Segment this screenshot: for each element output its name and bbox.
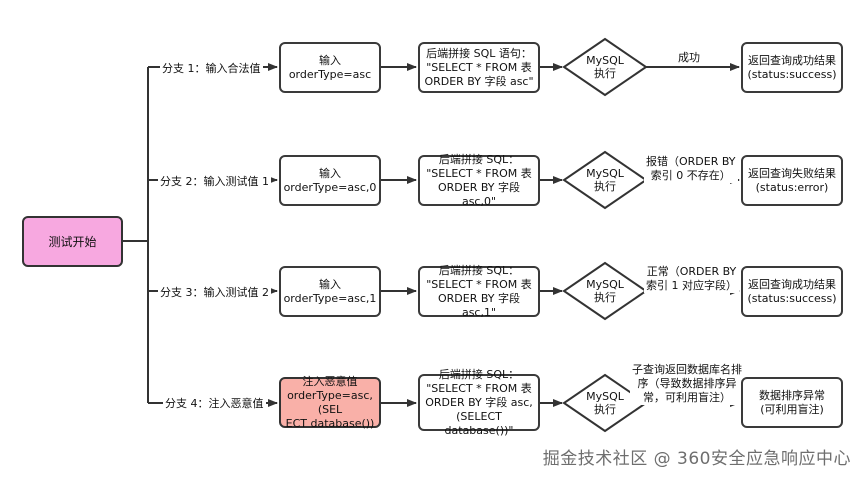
branch-4-input: 注入恶意值 orderType=asc,(SEL ECT database()) [279,374,381,430]
start-label: 测试开始 [48,234,97,249]
branch-1-backend: 后端拼接 SQL 语句： "SELECT * FROM 表 ORDER BY 字… [418,42,540,93]
branch-3-input-text: 输入 orderType=asc,1 [283,277,377,305]
branch-3-mysql-text: MySQL 执行 [586,278,624,304]
branch-2-input-text: 输入 orderType=asc,0 [283,166,377,194]
branch-1-input: 输入 orderType=asc [279,42,381,93]
branch-3-result: 返回查询成功结果 (status:success) [741,266,843,317]
watermark: 掘金技术社区 @ 360安全应急响应中心 [542,449,851,469]
branch-3-backend: 后端拼接 SQL： "SELECT * FROM 表 ORDER BY 字段 a… [418,263,540,319]
branch-3-input: 输入 orderType=asc,1 [279,266,381,317]
branch-1-mysql-diamond: MySQL 执行 [564,39,646,95]
branch-1-label: 分支 1：输入合法值 [160,62,263,76]
branch-2-result: 返回查询失败结果 (status:error) [741,155,843,206]
branch-2-backend: 后端拼接 SQL： "SELECT * FROM 表 ORDER BY 字段 a… [418,152,540,208]
branch-3-label: 分支 3：输入测试值 2 [158,286,271,300]
branch-2-mysql-shape [562,150,648,210]
branch-1-backend-text: 后端拼接 SQL 语句： "SELECT * FROM 表 ORDER BY 字… [424,46,534,88]
branch-1-result-label: 成功 [676,51,702,65]
branch-1-result-text: 返回查询成功结果 (status:success) [747,53,837,81]
branch-1-input-text: 输入 orderType=asc [288,53,372,81]
branch-2-mysql-text: MySQL 执行 [586,167,624,193]
start-node: 测试开始 [22,216,123,267]
branch-2-label: 分支 2：输入测试值 1 [158,175,271,189]
branch-3-backend-text: 后端拼接 SQL： "SELECT * FROM 表 ORDER BY 字段 a… [426,263,532,319]
branch-2-input: 输入 orderType=asc,0 [279,155,381,206]
branch-3-mysql-shape [562,261,648,321]
branch-1-mysql-text: MySQL 执行 [586,54,624,80]
branch-4-backend-text: 后端拼接 SQL： "SELECT * FROM 表 ORDER BY 字段 a… [425,367,533,437]
branch-1-mysql-shape [562,37,648,97]
branch-4-result: 数据排序异常 (可利用盲注) [741,377,843,428]
branch-2-result-label: 报错（ORDER BY 索引 0 不存在） [644,155,738,183]
branch-4-result-label: 子查询返回数据库名排 序（导致数据排序异 常，可利用盲注） [630,363,744,405]
branch-4-mysql-text: MySQL 执行 [586,390,624,416]
branch-4-backend: 后端拼接 SQL： "SELECT * FROM 表 ORDER BY 字段 a… [418,368,540,437]
branch-3-mysql-diamond: MySQL 执行 [564,263,646,319]
branch-1-result: 返回查询成功结果 (status:success) [741,42,843,93]
branch-2-mysql-diamond: MySQL 执行 [564,152,646,208]
branch-3-result-text: 返回查询成功结果 (status:success) [747,277,837,305]
branch-4-input-text: 注入恶意值 orderType=asc,(SEL ECT database()) [285,374,375,430]
branch-4-mysql-diamond: MySQL 执行 [564,375,646,431]
branch-4-result-text: 数据排序异常 (可利用盲注) [759,388,825,416]
branch-3-result-label: 正常（ORDER BY 索引 1 对应字段） [644,265,739,293]
branch-2-result-text: 返回查询失败结果 (status:error) [748,166,836,194]
branch-2-backend-text: 后端拼接 SQL： "SELECT * FROM 表 ORDER BY 字段 a… [426,152,532,208]
branch-4-label: 分支 4：注入恶意值 [163,397,266,411]
